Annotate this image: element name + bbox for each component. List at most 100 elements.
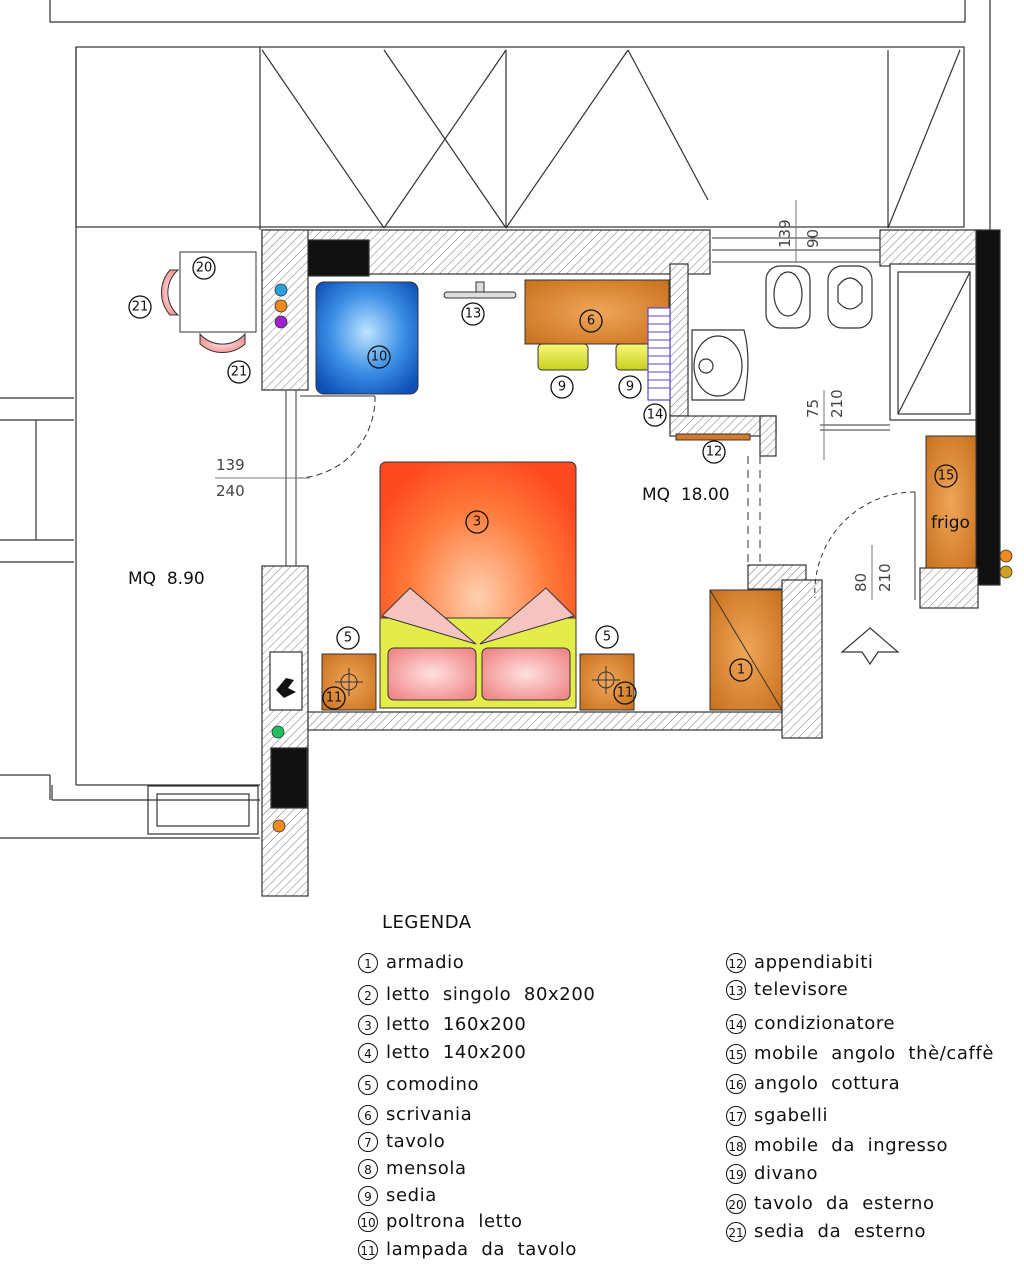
marker-5b: 5 (603, 630, 611, 645)
window-left-dimension: 139 240 (215, 456, 310, 500)
legend-label: armadio (386, 952, 465, 973)
legend-number: 1 (358, 952, 378, 973)
legend-label: letto 140x200 (386, 1042, 527, 1063)
legend-number: 8 (358, 1158, 378, 1179)
legend-number: 21 (726, 1221, 746, 1242)
marker-12: 12 (706, 445, 723, 460)
tv-icon (443, 281, 517, 299)
double-bed (379, 461, 577, 709)
frigo-label: frigo (931, 513, 970, 533)
legend-item: 8 mensola (358, 1158, 467, 1179)
legend-item: 3 letto 160x200 (358, 1014, 526, 1035)
legend-item: 1 armadio (358, 952, 464, 973)
legend-label: lampada da tavolo (386, 1239, 577, 1260)
legend-item: 7 tavolo (358, 1131, 445, 1152)
door-bath-dimension: 75 210 (804, 389, 846, 460)
legend-item: 11 lampada da tavolo (358, 1239, 577, 1260)
svg-text:210: 210 (876, 563, 894, 592)
legend-item: 17 sgabelli (726, 1105, 828, 1126)
legend-label: televisore (754, 979, 849, 1000)
marker-9b: 9 (626, 380, 634, 395)
svg-text:139: 139 (216, 456, 245, 474)
armchair-bed (315, 281, 419, 395)
walls (261, 229, 1001, 897)
legend-number: 4 (358, 1042, 378, 1063)
legend-title: LEGENDA (382, 912, 472, 933)
legend-number: 6 (358, 1104, 378, 1125)
legend-number: 19 (726, 1163, 746, 1184)
legend-number: 5 (358, 1074, 378, 1095)
marker-14: 14 (647, 408, 664, 423)
legend-item: 19 divano (726, 1163, 818, 1184)
legend-label: tavolo (386, 1131, 446, 1152)
wardrobe (709, 589, 783, 711)
legend-number: 9 (358, 1185, 378, 1206)
legend-number: 3 (358, 1014, 378, 1035)
svg-text:75: 75 (804, 399, 822, 418)
marker-11b: 11 (617, 686, 634, 701)
legend-number: 16 (726, 1073, 746, 1094)
marker-11a: 11 (326, 691, 343, 706)
floor-plan: 1 3 5 5 6 9 9 10 11 11 12 13 14 15 20 21… (0, 0, 1013, 897)
legend-label: mensola (386, 1158, 467, 1179)
legend-item: 13 televisore (726, 979, 848, 1000)
svg-text:210: 210 (828, 389, 846, 418)
legend-item: 10 poltrona letto (358, 1211, 523, 1232)
legend-number: 15 (726, 1043, 746, 1064)
legend-label: sedia (386, 1185, 437, 1206)
tea-coffee-cabinet (925, 435, 977, 569)
bathroom-fixtures (691, 265, 873, 401)
air-conditioner (647, 307, 671, 401)
legend-label: angolo cottura (754, 1073, 901, 1094)
coat-hanger (675, 433, 751, 441)
legend-label: divano (754, 1163, 819, 1184)
marker-9a: 9 (558, 380, 566, 395)
legend-number: 17 (726, 1105, 746, 1126)
legend-item: 6 scrivania (358, 1104, 472, 1125)
legend-label: comodino (386, 1074, 480, 1095)
svg-text:139: 139 (776, 219, 794, 248)
terrace-area: MQ 8.90 (128, 569, 205, 589)
legend-item: 20 tavolo da esterno (726, 1193, 935, 1214)
legend-item: 15 mobile angolo thè/caffè (726, 1043, 994, 1064)
legend-label: letto 160x200 (386, 1014, 527, 1035)
legend-item: 9 sedia (358, 1185, 437, 1206)
marker-10: 10 (371, 350, 388, 365)
legend-label: mobile da ingresso (754, 1135, 949, 1156)
marker-5a: 5 (344, 631, 352, 646)
chair-1 (537, 343, 589, 371)
legend-item: 5 comodino (358, 1074, 479, 1095)
marker-21a: 21 (132, 300, 149, 315)
legend-number: 20 (726, 1193, 746, 1214)
legend-number: 7 (358, 1131, 378, 1152)
entry-arrow-icon (840, 627, 900, 666)
marker-20: 20 (196, 261, 213, 276)
legend-label: appendiabiti (754, 952, 874, 973)
legend-number: 18 (726, 1135, 746, 1156)
legend-item: 4 letto 140x200 (358, 1042, 526, 1063)
svg-text:80: 80 (852, 573, 870, 592)
legend-number: 13 (726, 979, 746, 1000)
legend-item: 18 mobile da ingresso (726, 1135, 948, 1156)
wall-lamp-icon (276, 678, 296, 698)
legend-number: 11 (358, 1239, 378, 1260)
legend-label: sgabelli (754, 1105, 829, 1126)
legend-label: mobile angolo thè/caffè (754, 1043, 995, 1064)
legend-number: 14 (726, 1013, 746, 1034)
marker-circles (128, 256, 958, 710)
marker-21b: 21 (231, 365, 248, 380)
legend-number: 10 (358, 1211, 378, 1232)
legend-label: poltrona letto (386, 1211, 523, 1232)
legend-label: letto singolo 80x200 (386, 984, 596, 1005)
door-entry-dimension: 80 210 (852, 545, 894, 600)
legend-label: scrivania (386, 1104, 473, 1125)
marker-15: 15 (938, 469, 955, 484)
room-area: MQ 18.00 (642, 485, 730, 505)
legend-label: tavolo da esterno (754, 1193, 935, 1214)
svg-text:90: 90 (804, 229, 822, 248)
marker-13: 13 (465, 307, 482, 322)
